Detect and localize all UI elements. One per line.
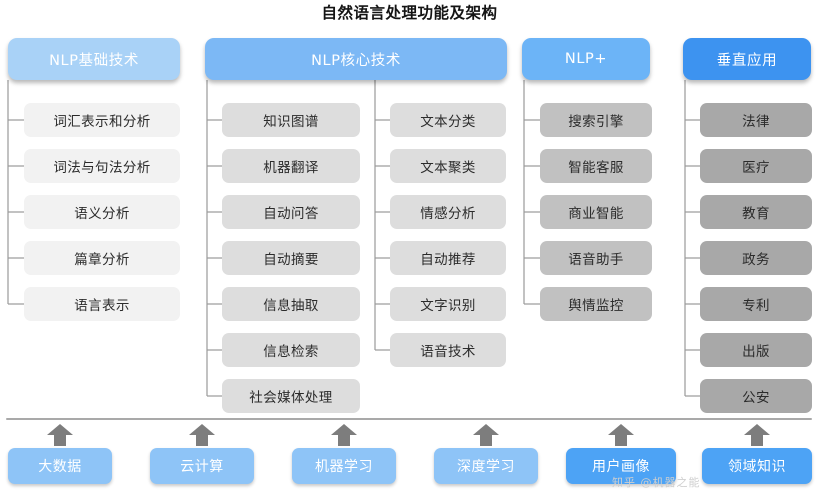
foundation-item-5[interactable]: 领域知识 [702, 448, 812, 484]
column-header-vertical-application[interactable]: 垂直应用 [683, 38, 811, 80]
arrow-up-icon [608, 424, 634, 446]
leaf-nlp-plus-0-3[interactable]: 语音助手 [540, 241, 652, 275]
foundation-item-0[interactable]: 大数据 [8, 448, 112, 484]
leaf-nlp-core-0-1[interactable]: 机器翻译 [222, 149, 360, 183]
arrow-up-icon [331, 424, 357, 446]
leaf-nlp-core-0-3[interactable]: 自动摘要 [222, 241, 360, 275]
leaf-nlp-plus-0-2[interactable]: 商业智能 [540, 195, 652, 229]
leaf-nlp-basic-0-4[interactable]: 语言表示 [24, 287, 180, 321]
leaf-nlp-core-0-2[interactable]: 自动问答 [222, 195, 360, 229]
leaf-nlp-core-1-4[interactable]: 文字识别 [390, 287, 506, 321]
foundation-divider [6, 418, 812, 420]
arrow-up-icon [47, 424, 73, 446]
foundation-item-4[interactable]: 用户画像 [566, 448, 676, 484]
arrow-up-icon [473, 424, 499, 446]
leaf-nlp-core-1-2[interactable]: 情感分析 [390, 195, 506, 229]
leaf-vertical-application-0-6[interactable]: 公安 [700, 379, 812, 413]
arrow-up-icon [189, 424, 215, 446]
foundation-item-2[interactable]: 机器学习 [292, 448, 396, 484]
leaf-nlp-core-0-4[interactable]: 信息抽取 [222, 287, 360, 321]
leaf-vertical-application-0-1[interactable]: 医疗 [700, 149, 812, 183]
arrow-up-icon [744, 424, 770, 446]
leaf-nlp-core-1-1[interactable]: 文本聚类 [390, 149, 506, 183]
column-header-nlp-core[interactable]: NLP核心技术 [205, 38, 507, 80]
watermark: 知乎 @机器之能 [612, 476, 701, 489]
leaf-nlp-plus-0-1[interactable]: 智能客服 [540, 149, 652, 183]
leaf-nlp-core-1-0[interactable]: 文本分类 [390, 103, 506, 137]
leaf-nlp-basic-0-2[interactable]: 语义分析 [24, 195, 180, 229]
leaf-nlp-core-0-5[interactable]: 信息检索 [222, 333, 360, 367]
column-header-nlp-plus[interactable]: NLP+ [522, 38, 650, 80]
leaf-nlp-basic-0-3[interactable]: 篇章分析 [24, 241, 180, 275]
leaf-nlp-plus-0-0[interactable]: 搜索引擎 [540, 103, 652, 137]
leaf-nlp-core-1-5[interactable]: 语音技术 [390, 333, 506, 367]
column-header-nlp-basic[interactable]: NLP基础技术 [8, 38, 180, 80]
leaf-nlp-basic-0-1[interactable]: 词法与句法分析 [24, 149, 180, 183]
leaf-nlp-basic-0-0[interactable]: 词汇表示和分析 [24, 103, 180, 137]
leaf-nlp-core-1-3[interactable]: 自动推荐 [390, 241, 506, 275]
leaf-vertical-application-0-4[interactable]: 专利 [700, 287, 812, 321]
foundation-item-3[interactable]: 深度学习 [434, 448, 538, 484]
leaf-vertical-application-0-0[interactable]: 法律 [700, 103, 812, 137]
leaf-nlp-plus-0-4[interactable]: 舆情监控 [540, 287, 652, 321]
leaf-vertical-application-0-2[interactable]: 教育 [700, 195, 812, 229]
leaf-nlp-core-0-0[interactable]: 知识图谱 [222, 103, 360, 137]
leaf-nlp-core-0-6[interactable]: 社会媒体处理 [222, 379, 360, 413]
page-title: 自然语言处理功能及架构 [321, 4, 498, 22]
leaf-vertical-application-0-5[interactable]: 出版 [700, 333, 812, 367]
leaf-vertical-application-0-3[interactable]: 政务 [700, 241, 812, 275]
foundation-item-1[interactable]: 云计算 [150, 448, 254, 484]
